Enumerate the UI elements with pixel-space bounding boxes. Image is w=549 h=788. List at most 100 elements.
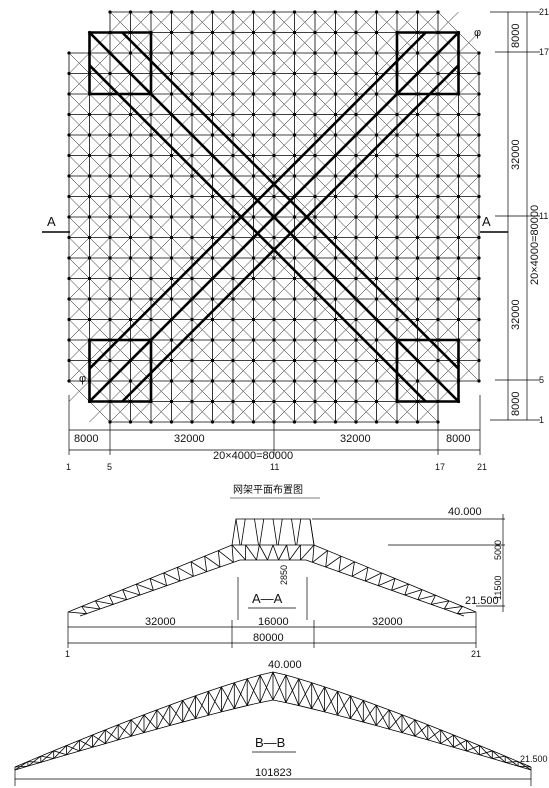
plan-node bbox=[108, 51, 112, 55]
plan-node bbox=[374, 297, 379, 301]
plan-web bbox=[396, 257, 418, 279]
plan-web bbox=[273, 114, 295, 136]
plan-node bbox=[395, 317, 399, 322]
aa-span-3: 32000 bbox=[372, 616, 403, 628]
plan-node bbox=[477, 194, 481, 199]
plan-node bbox=[313, 92, 317, 96]
plan-web bbox=[458, 339, 480, 361]
plan-web bbox=[68, 93, 90, 115]
plan-node bbox=[456, 358, 461, 363]
plan-web bbox=[396, 32, 418, 54]
plan-node bbox=[456, 297, 461, 301]
plan-node bbox=[251, 276, 256, 281]
plan-web bbox=[232, 257, 254, 279]
plan-node bbox=[333, 399, 338, 404]
plan-node bbox=[190, 153, 194, 158]
plan-web bbox=[417, 134, 439, 156]
plan-web bbox=[437, 278, 459, 300]
plan-node bbox=[477, 235, 481, 240]
bb-web bbox=[414, 724, 429, 737]
plan-web bbox=[376, 52, 398, 74]
plan-node bbox=[190, 399, 194, 404]
plan-node bbox=[354, 379, 358, 383]
plan-node bbox=[108, 338, 112, 342]
plan-node bbox=[149, 133, 153, 137]
plan-node bbox=[190, 235, 194, 240]
plan-node bbox=[210, 133, 215, 137]
plan-right-dimensions bbox=[490, 11, 540, 421]
plan-web bbox=[335, 155, 357, 177]
plan-node bbox=[210, 194, 215, 199]
plan-node bbox=[108, 153, 112, 158]
plan-node bbox=[169, 256, 174, 260]
plan-grid-right-1: 21 bbox=[539, 7, 549, 17]
plan-node bbox=[108, 215, 112, 219]
bb-web bbox=[27, 761, 41, 763]
plan-web bbox=[417, 32, 439, 54]
plan-node bbox=[292, 10, 297, 14]
plan-node bbox=[149, 358, 153, 363]
plan-web bbox=[458, 175, 480, 197]
aa-web bbox=[443, 600, 450, 610]
plan-web bbox=[335, 11, 357, 33]
plan-node bbox=[415, 256, 420, 260]
bb-web bbox=[466, 745, 480, 752]
section-aa-truss bbox=[67, 518, 477, 617]
plan-node bbox=[128, 215, 133, 219]
plan-node bbox=[67, 194, 71, 199]
plan-web bbox=[376, 216, 398, 238]
plan-node bbox=[190, 276, 194, 281]
plan-node bbox=[272, 10, 276, 14]
plan-node bbox=[128, 338, 133, 342]
plan-web bbox=[232, 319, 254, 341]
plan-web bbox=[458, 73, 480, 95]
plan-node bbox=[272, 338, 276, 342]
plan-node bbox=[395, 276, 399, 281]
plan-node bbox=[354, 51, 358, 55]
plan-web bbox=[437, 93, 459, 115]
plan-web bbox=[396, 175, 418, 197]
plan-node bbox=[231, 256, 235, 260]
plan-web bbox=[417, 257, 439, 279]
plan-web bbox=[130, 278, 152, 300]
plan-web bbox=[294, 401, 316, 423]
plan-node bbox=[333, 317, 338, 322]
plan-web bbox=[130, 298, 152, 320]
plan-web bbox=[171, 257, 193, 279]
plan-web bbox=[253, 73, 275, 95]
plan-node bbox=[333, 338, 338, 342]
plan-node bbox=[190, 194, 194, 199]
plan-web bbox=[130, 237, 152, 259]
aa-grid-21: 21 bbox=[471, 649, 481, 659]
plan-node bbox=[251, 51, 256, 55]
plan-web bbox=[68, 114, 90, 136]
plan-web bbox=[273, 319, 295, 341]
plan-web bbox=[232, 32, 254, 54]
plan-web bbox=[109, 196, 131, 218]
plan-web bbox=[294, 134, 316, 156]
plan-web bbox=[253, 11, 275, 33]
plan-node bbox=[395, 338, 399, 342]
aa-web bbox=[267, 544, 274, 561]
plan-node bbox=[292, 358, 297, 363]
plan-node bbox=[272, 112, 276, 117]
plan-web bbox=[68, 360, 90, 382]
plan-web bbox=[437, 52, 459, 74]
plan-node bbox=[108, 235, 112, 240]
plan-node bbox=[169, 379, 174, 383]
plan-node bbox=[251, 420, 256, 424]
bb-total-span: 101823 bbox=[255, 767, 292, 779]
plan-node bbox=[231, 420, 235, 424]
plan-node bbox=[415, 379, 420, 383]
plan-node bbox=[108, 379, 112, 383]
plan-dim-right-2: 32000 bbox=[510, 139, 522, 170]
plan-node bbox=[415, 358, 420, 363]
plan-web bbox=[314, 360, 336, 382]
plan-node bbox=[169, 194, 174, 199]
plan-web bbox=[376, 114, 398, 136]
plan-web bbox=[273, 155, 295, 177]
plan-web bbox=[109, 237, 131, 259]
plan-web bbox=[355, 360, 377, 382]
plan-node bbox=[169, 51, 174, 55]
aa-lantern-web bbox=[291, 518, 296, 546]
